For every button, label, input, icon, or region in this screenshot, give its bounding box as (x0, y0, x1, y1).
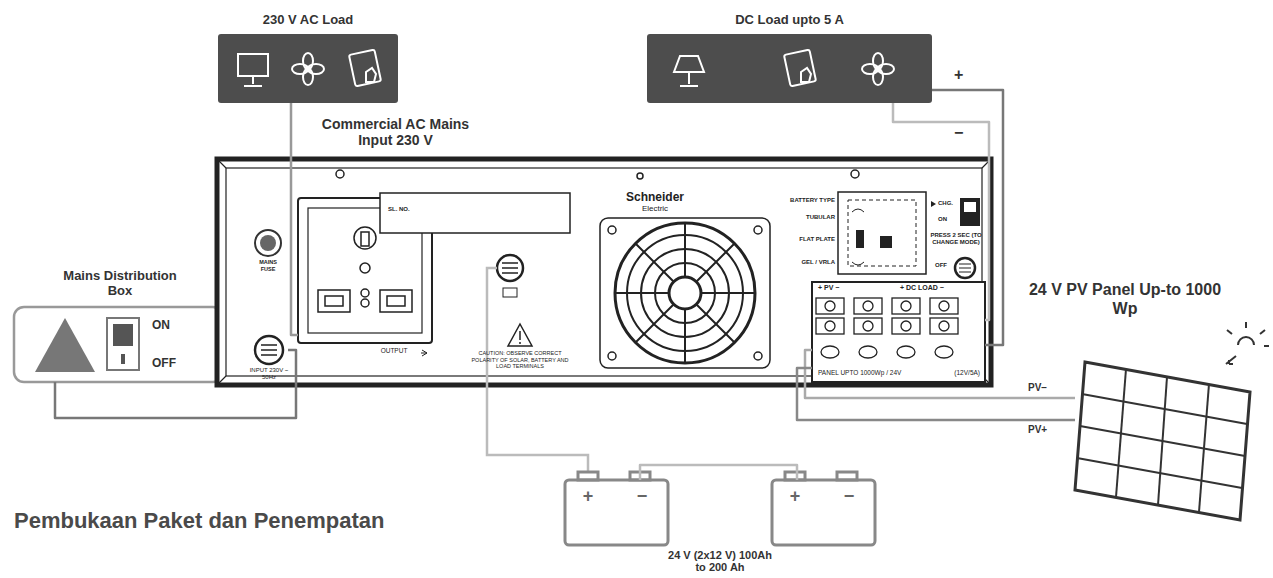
pv-panel (1075, 362, 1250, 520)
part-label: OFF (152, 356, 182, 370)
mains-box: Mains Distribution Box (14, 307, 223, 382)
fuse-cap (260, 235, 276, 251)
node-text: INPUT 230V ~ 50Hz (247, 367, 291, 381)
selector-arrows (852, 209, 864, 265)
sun-symbol (1226, 322, 1269, 364)
socket-grip (261, 345, 277, 355)
caution-mark (519, 331, 521, 344)
part-label: OFF (935, 262, 955, 269)
wire-label: PV− (1026, 382, 1049, 394)
mains-switch (107, 318, 139, 370)
part-label: FLAT PLATE (760, 236, 835, 243)
node-text: PANEL UPTO 1000Wp / 24V (818, 369, 928, 377)
ac-load-icons (238, 50, 381, 87)
part-label: Schneider (615, 191, 695, 204)
serial-box (380, 193, 570, 233)
chg-arrow (931, 201, 936, 207)
node-text: Commercial AC Mains Input 230 V (308, 116, 483, 148)
node-text: + (573, 486, 603, 506)
wire-label: PV+ (1026, 424, 1049, 436)
selector-panel (838, 192, 926, 274)
node-text: + PV − (818, 284, 878, 292)
node-text: OUTPUT (368, 347, 420, 355)
node-text: 24 V PV Panel Up-to 1000 Wp (1025, 280, 1225, 318)
socket-grip (959, 264, 971, 272)
node-text: − (834, 486, 864, 506)
mains-fuse (255, 230, 281, 256)
load-socket (955, 258, 975, 278)
wire (640, 465, 797, 480)
wire (291, 103, 298, 335)
part-label: 24 V (2x12 V) 100Ah to 200 Ah (665, 549, 775, 573)
part-label: SL. NO. (388, 206, 428, 213)
part-label: GEL / VRLA (760, 259, 835, 266)
part-label: MAINS FUSE (255, 259, 281, 272)
pv-cells (1077, 369, 1247, 512)
terminal-screws (816, 298, 958, 358)
selector-guide (848, 200, 916, 266)
wire (932, 90, 1003, 345)
screws (336, 170, 859, 179)
output-symbol (421, 350, 427, 356)
battery-socket (497, 255, 523, 281)
part-label: BATTERY TYPE (760, 197, 835, 204)
input-socket: INPUT 230V ~ 50Hz (250, 335, 288, 365)
battery-wire (487, 268, 588, 472)
load-box: 230 V AC Load (218, 34, 398, 103)
terminal-block (812, 282, 985, 382)
part-label: ON (152, 318, 182, 332)
switch-rocker (113, 324, 133, 346)
power-switch (960, 198, 980, 226)
fan-grille (615, 223, 755, 363)
wire (893, 103, 989, 320)
mains-box (14, 307, 223, 382)
node-text: + (780, 486, 810, 506)
part-label: TUBULAR (760, 214, 835, 221)
load-panel (647, 34, 932, 103)
socket-grip (502, 263, 518, 273)
node-text: − (627, 486, 657, 506)
wire-label: − (952, 124, 965, 142)
battery: +− (772, 480, 875, 545)
terminal-block: + PV − + DC LOAD − PANEL UPTO 1000Wp / 24V… (812, 282, 985, 382)
part-label: CHG. (938, 200, 960, 207)
socket-holes (318, 227, 412, 312)
node-text: + DC LOAD − (900, 284, 980, 292)
inverter-housing (217, 159, 991, 385)
caution-triangle (508, 324, 532, 346)
load-panel (218, 34, 398, 103)
output-socket: OUTPUT (298, 198, 432, 343)
plug-symbol (35, 318, 95, 372)
inverter-housing: Commercial AC Mains Input 230 VINPUT 230… (215, 157, 993, 387)
switch-rocker (964, 202, 976, 212)
battery-icon (503, 288, 517, 297)
wire (805, 350, 1075, 398)
fan-frame (600, 218, 770, 368)
section-heading: Pembukaan Paket dan Penempatan (14, 508, 534, 534)
selector-slider (856, 230, 864, 248)
node-text: DC Load upto 5 A (647, 12, 932, 27)
part-label: Electric (625, 204, 685, 213)
node-text: Mains Distribution Box (50, 268, 190, 298)
node-text: (12V/5A) (930, 369, 980, 377)
part-label: ON (938, 216, 960, 223)
selector-knob (880, 236, 892, 248)
part-label: PRESS 2 SEC (TO CHANGE MODE) (930, 232, 982, 246)
load-box: DC Load upto 5 A (647, 34, 932, 103)
wire (55, 350, 296, 418)
pv-panel: 24 V PV Panel Up-to 1000 Wp (1075, 360, 1250, 520)
wire (797, 368, 1075, 420)
housing-bevel (217, 159, 991, 385)
input-socket (255, 336, 283, 364)
part-label: CAUTION: OBSERVE CORRECT POLARITY OF SOL… (466, 350, 574, 370)
battery: +− (565, 480, 668, 545)
dc-load-icons (674, 50, 894, 87)
battery (565, 472, 875, 545)
node-text: 230 V AC Load (218, 12, 398, 27)
switch-mark (121, 354, 125, 364)
wire-label: + (952, 66, 965, 84)
